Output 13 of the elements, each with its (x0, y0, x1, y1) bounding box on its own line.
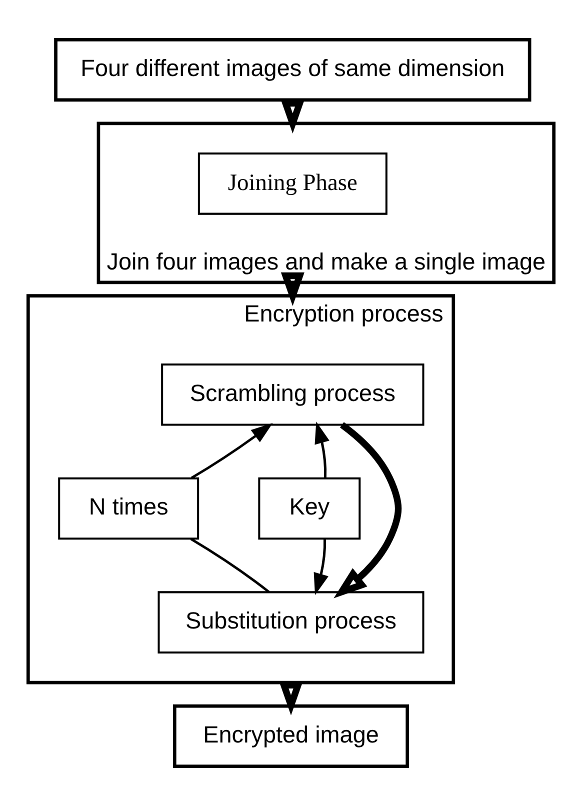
arrow (190, 422, 273, 479)
node-box: Key (258, 476, 361, 540)
arrow (334, 422, 402, 598)
node-box: Four different images of same dimension (54, 38, 532, 102)
arrow (280, 272, 304, 306)
arrow (314, 538, 328, 595)
node-box: Scrambling process (161, 363, 424, 426)
node-box: N times (58, 476, 200, 540)
arrow (314, 421, 330, 478)
node-box: Substitution process (158, 590, 424, 653)
node-box: Encrypted image (172, 704, 410, 768)
connector (190, 537, 270, 593)
node-box: Joining Phase (198, 152, 388, 214)
